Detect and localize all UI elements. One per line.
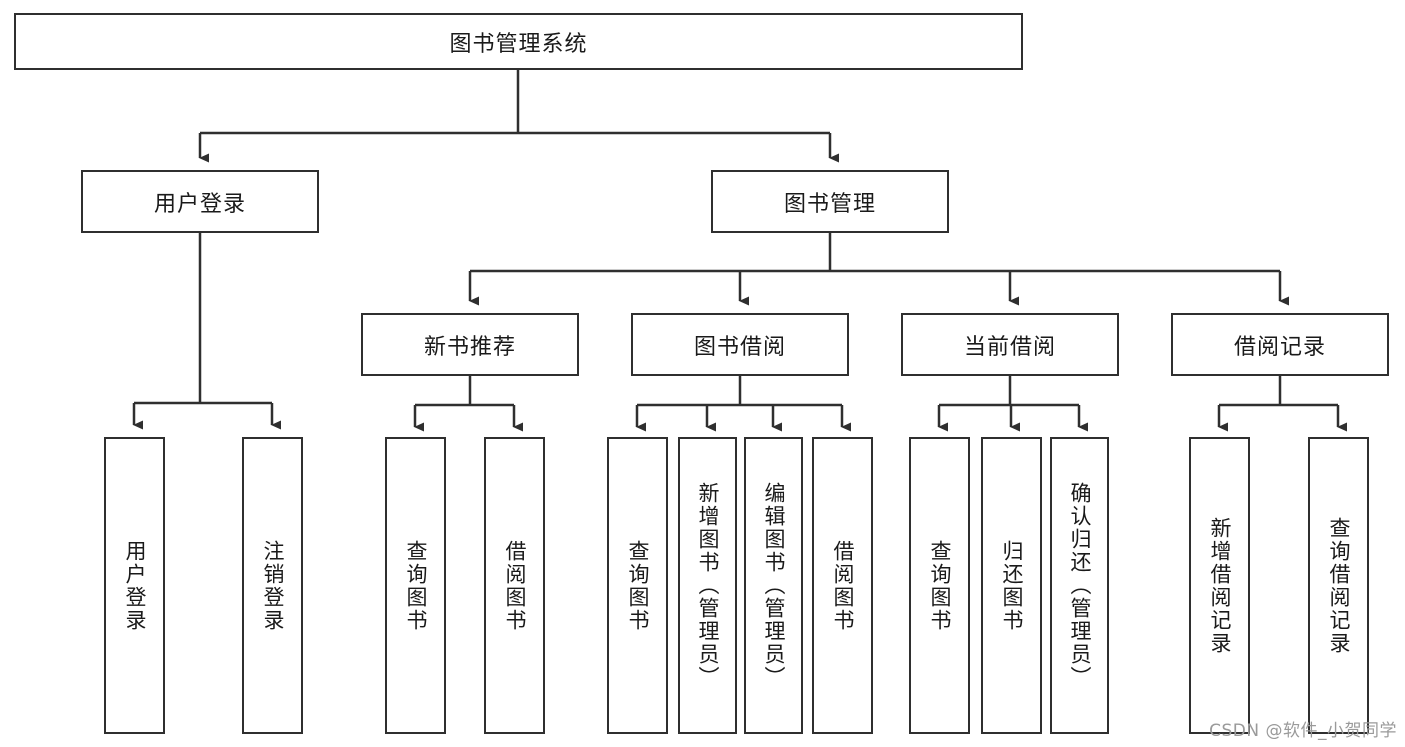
csdn-watermark: CSDN @软件_小贺同学 [1209,721,1397,741]
node-label: 查询借阅记录 [1327,516,1351,655]
leaf-query-borrow-record[interactable]: 查询借阅记录 [1308,437,1369,734]
edge-root-bus [200,70,830,135]
node-user-login[interactable]: 用户登录 [81,170,319,233]
node-label: 借阅记录 [1233,334,1326,360]
node-label: 借阅图书 [503,539,527,632]
leaf-edit-book-admin[interactable]: 编辑图书（管理员） [744,437,803,734]
leaf-confirm-return-admin[interactable]: 确认归还（管理员） [1050,437,1109,734]
node-book-manage[interactable]: 图书管理 [711,170,949,233]
node-label: 用户登录 [123,539,147,632]
leaf-borrow-book[interactable]: 借阅图书 [812,437,873,734]
node-borrow-record[interactable]: 借阅记录 [1171,313,1389,376]
leaf-user-login[interactable]: 用户登录 [104,437,165,734]
node-label: 新增图书（管理员） [696,482,720,689]
node-book-borrow[interactable]: 图书借阅 [631,313,849,376]
leaf-borrow-book-recommend[interactable]: 借阅图书 [484,437,545,734]
node-label: 当前借阅 [963,334,1056,360]
edge-userlogin-bus [134,233,272,405]
leaf-query-book-recommend[interactable]: 查询图书 [385,437,446,734]
edge-currentborrow-bus [939,376,1079,407]
node-label: 图书管理系统 [449,31,588,57]
edge-bookmanage-bus [470,233,1280,273]
node-label: 查询图书 [404,539,428,632]
leaf-query-book-borrow[interactable]: 查询图书 [607,437,668,734]
leaf-logout[interactable]: 注销登录 [242,437,303,734]
leaf-return-book[interactable]: 归还图书 [981,437,1042,734]
edge-borrowrecord-bus [1219,376,1338,407]
node-label: 用户登录 [153,191,246,217]
node-label: 新增借阅记录 [1208,516,1232,655]
edge-newbookrec-bus [415,376,514,407]
node-label: 图书借阅 [693,334,786,360]
node-label: 查询图书 [626,539,650,632]
node-label: 归还图书 [1000,539,1024,632]
node-label: 编辑图书（管理员） [762,482,786,689]
node-label: 借阅图书 [831,539,855,632]
node-label: 注销登录 [261,539,285,632]
leaf-query-book-current[interactable]: 查询图书 [909,437,970,734]
leaf-add-book-admin[interactable]: 新增图书（管理员） [678,437,737,734]
leaf-add-borrow-record[interactable]: 新增借阅记录 [1189,437,1250,734]
node-label: 确认归还（管理员） [1068,482,1092,689]
node-label: 图书管理 [783,191,876,217]
edge-bookborrow-bus [637,376,842,407]
node-label: 新书推荐 [423,334,516,360]
node-label: 查询图书 [928,539,952,632]
node-new-book-recommend[interactable]: 新书推荐 [361,313,579,376]
node-current-borrow[interactable]: 当前借阅 [901,313,1119,376]
node-root-system[interactable]: 图书管理系统 [14,13,1023,70]
